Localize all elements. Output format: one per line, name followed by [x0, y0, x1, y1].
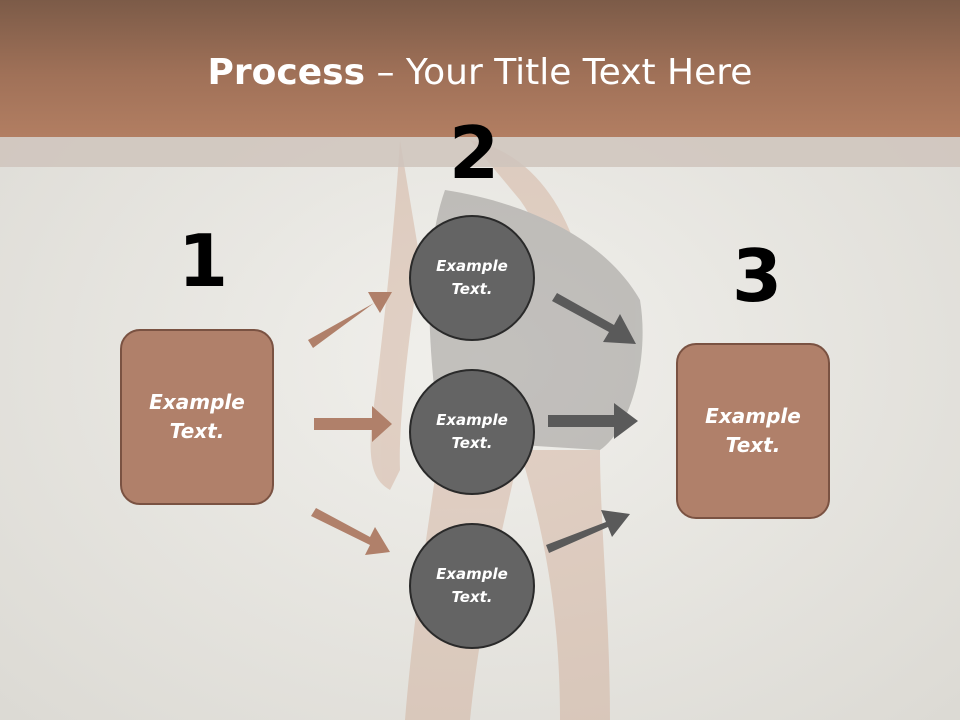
arrow-top-to-right — [552, 293, 636, 344]
arrow-left-to-top — [308, 292, 392, 348]
step-number-2: 2 — [449, 111, 500, 195]
arrow-mid-to-right — [548, 403, 638, 439]
header-bar — [0, 0, 960, 137]
title-rest: – Your Title Text Here — [365, 52, 753, 93]
step-number-3: 3 — [732, 234, 783, 318]
title-bold: Process — [207, 52, 366, 93]
slide-title: Process – Your Title Text Here — [0, 52, 960, 93]
circle-bot-line2: Text. — [451, 588, 493, 606]
step-number-1: 1 — [178, 219, 229, 303]
circle-bot-line1: Example — [436, 565, 508, 583]
left-box-line2: Text. — [169, 419, 225, 443]
circle-mid-line2: Text. — [451, 434, 493, 452]
right-box-line1: Example — [705, 404, 801, 428]
arrow-left-to-bot — [311, 508, 390, 555]
circle-mid-line1: Example — [436, 411, 508, 429]
arrow-left-to-mid — [314, 406, 392, 442]
left-box-line1: Example — [149, 390, 245, 414]
header-band — [0, 137, 960, 167]
right-box-line2: Text. — [725, 433, 781, 457]
circle-top-line2: Text. — [451, 280, 493, 298]
arrow-bot-to-right — [546, 510, 630, 553]
circle-top-line1: Example — [436, 257, 508, 275]
